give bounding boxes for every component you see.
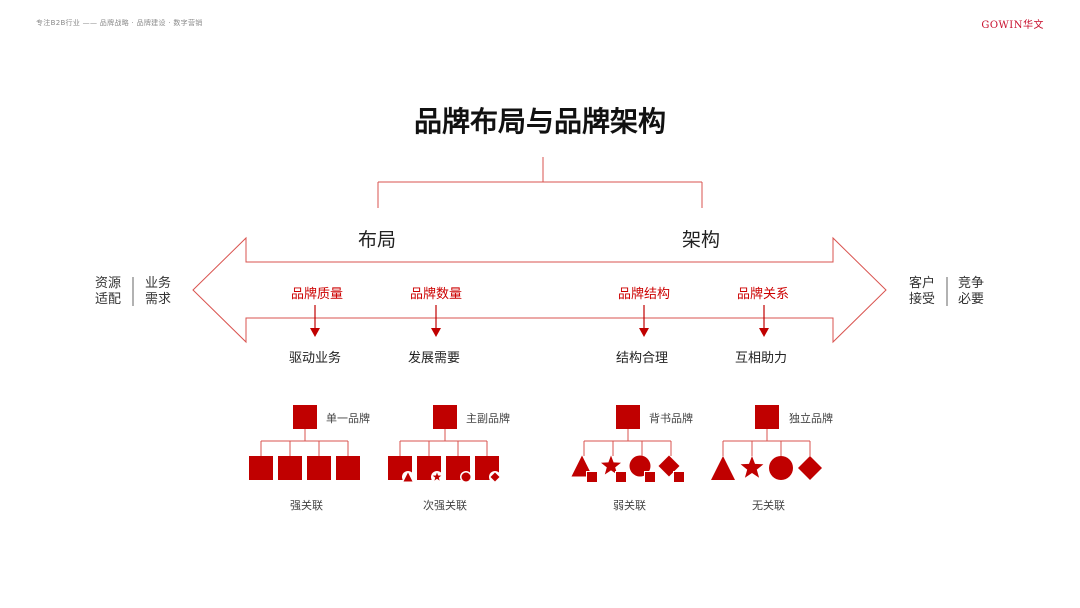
group-top-label: 单一品牌 bbox=[326, 412, 370, 425]
square-icon bbox=[278, 456, 302, 480]
star-icon bbox=[432, 472, 442, 481]
endorser-square-icon bbox=[587, 472, 597, 482]
square-icon bbox=[307, 456, 331, 480]
brand-group bbox=[571, 405, 684, 482]
parent-brand-square bbox=[755, 405, 779, 429]
side-text: 需求 bbox=[145, 292, 172, 307]
group-caption: 弱关联 bbox=[613, 499, 646, 512]
diamond-icon bbox=[490, 472, 500, 482]
factor-label: 品牌关系 bbox=[737, 287, 790, 302]
side-right-col1: 客户 接受 bbox=[909, 276, 935, 308]
header-tagline: 专注B2B行业 —— 品牌战略 · 品牌建设 · 数字营销 bbox=[36, 19, 203, 27]
brand-structure-groups bbox=[249, 405, 822, 483]
factor-result: 结构合理 bbox=[616, 351, 669, 366]
endorser-square-icon bbox=[645, 472, 655, 482]
side-text: 资源 bbox=[95, 276, 122, 291]
parent-brand-square bbox=[616, 405, 640, 429]
group-caption: 次强关联 bbox=[423, 499, 467, 512]
endorser-square-icon bbox=[674, 472, 684, 482]
star-icon bbox=[601, 455, 621, 475]
factor-result: 互相助力 bbox=[735, 351, 788, 366]
factor-label: 品牌结构 bbox=[618, 287, 671, 302]
brand-logo: GOWIN华文 bbox=[981, 20, 1044, 31]
square-icon bbox=[336, 456, 360, 480]
factor-arrow bbox=[759, 305, 769, 337]
square-icon bbox=[249, 456, 273, 480]
triangle-icon bbox=[403, 472, 413, 482]
side-text: 竞争 bbox=[958, 276, 985, 291]
side-text: 必要 bbox=[958, 292, 985, 307]
group-top-label: 背书品牌 bbox=[649, 412, 693, 425]
factor-result: 驱动业务 bbox=[289, 351, 342, 366]
group-caption: 强关联 bbox=[290, 499, 323, 512]
circle-icon bbox=[461, 472, 471, 482]
group-top-label: 独立品牌 bbox=[789, 412, 833, 425]
factor-arrow bbox=[310, 305, 320, 337]
branch-layout: 布局 bbox=[358, 229, 397, 251]
side-left-col2: 业务 需求 bbox=[145, 276, 171, 308]
parent-brand-square bbox=[433, 405, 457, 429]
factor-arrow bbox=[431, 305, 441, 337]
factor-arrow bbox=[639, 305, 649, 337]
factor-arrows bbox=[310, 305, 769, 337]
branch-architecture: 架构 bbox=[682, 229, 721, 251]
side-text: 接受 bbox=[909, 292, 936, 307]
star-icon bbox=[740, 456, 764, 478]
endorser-square-icon bbox=[616, 472, 626, 482]
title-bracket bbox=[377, 157, 703, 208]
factor-label: 品牌数量 bbox=[410, 287, 463, 302]
group-top-label: 主副品牌 bbox=[466, 412, 510, 425]
brand-group bbox=[711, 405, 822, 480]
page-title: 品牌布局与品牌架构 bbox=[413, 105, 666, 138]
side-text: 客户 bbox=[909, 276, 936, 291]
factor-result: 发展需要 bbox=[408, 351, 461, 366]
brand-group bbox=[249, 405, 360, 480]
parent-brand-square bbox=[293, 405, 317, 429]
circle-icon bbox=[769, 456, 793, 480]
side-text: 适配 bbox=[95, 292, 122, 307]
diamond-icon bbox=[798, 456, 822, 480]
group-caption: 无关联 bbox=[752, 499, 785, 512]
brand-group bbox=[388, 405, 501, 483]
triangle-icon bbox=[711, 456, 735, 480]
side-text: 业务 bbox=[145, 276, 172, 291]
double-arrow-shape bbox=[192, 236, 887, 344]
side-left-col1: 资源 适配 bbox=[95, 276, 121, 308]
side-right-col2: 竞争 必要 bbox=[958, 276, 984, 308]
factor-label: 品牌质量 bbox=[291, 287, 344, 302]
